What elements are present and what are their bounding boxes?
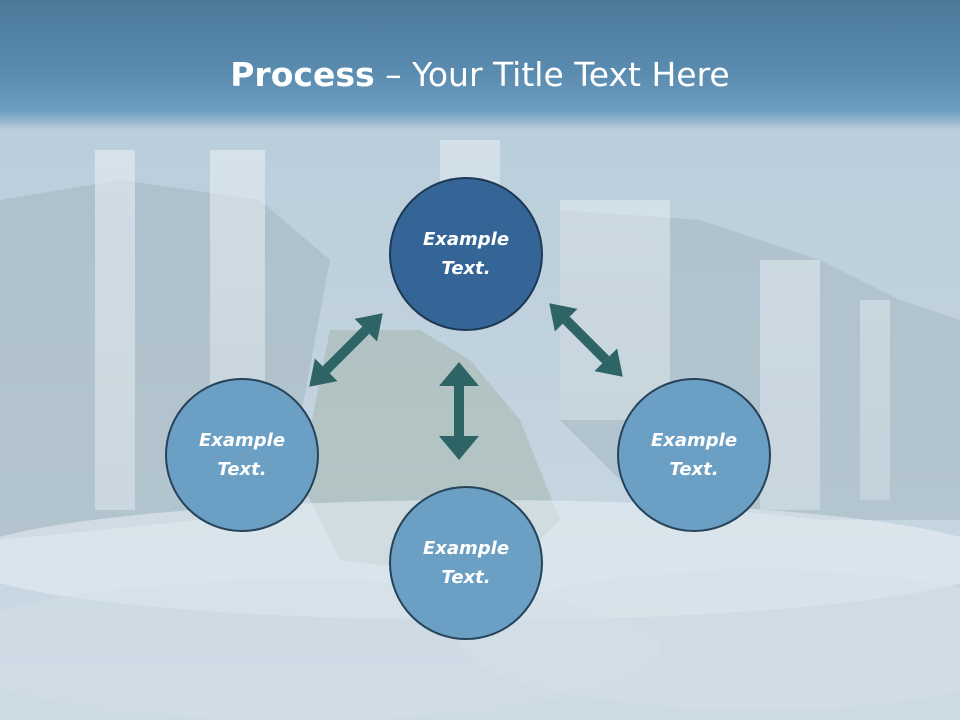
process-node-top[interactable]: Example Text. — [389, 177, 543, 331]
double-arrow-upper-left — [309, 313, 383, 387]
process-node-bottom[interactable]: Example Text. — [389, 486, 543, 640]
double-arrow-vertical — [439, 362, 479, 460]
title-bold: Process — [230, 55, 375, 94]
process-node-right[interactable]: Example Text. — [617, 378, 771, 532]
slide-title: Process – Your Title Text Here — [0, 50, 960, 100]
process-node-left[interactable]: Example Text. — [165, 378, 319, 532]
double-arrow-upper-right — [549, 303, 623, 377]
title-rest: – Your Title Text Here — [374, 55, 730, 94]
title-band — [0, 0, 960, 130]
